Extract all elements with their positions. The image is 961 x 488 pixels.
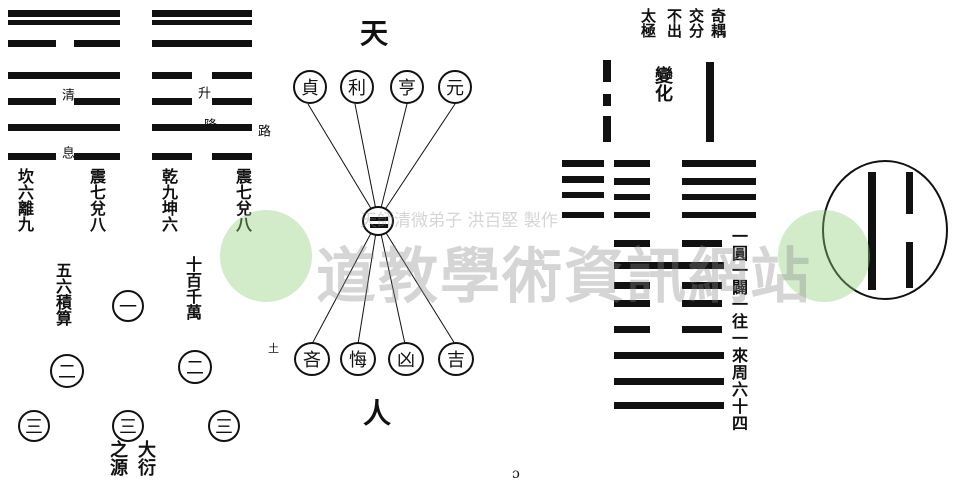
label-tian: 天 xyxy=(360,17,389,50)
circle-hui: 悔 xyxy=(340,342,376,376)
text-tai-ji: 太極 xyxy=(639,8,657,38)
circle-three-mid: 三 xyxy=(112,410,144,442)
circle-two: 二 xyxy=(50,354,84,388)
label-li-jiu: 離九 xyxy=(15,200,34,232)
label-xi: 息 xyxy=(59,146,74,159)
right-circle-diagram xyxy=(822,160,948,300)
circle-yuan: 元 xyxy=(438,70,472,104)
circle-three-right: 三 xyxy=(208,410,240,442)
text-da-yan: 大衍 xyxy=(135,440,156,476)
label-sheng: 升 xyxy=(195,86,210,99)
label-tu: 土 xyxy=(268,342,279,355)
text-wu-liu-ji-suan: 五六積算 xyxy=(53,262,72,326)
circle-li: 利 xyxy=(340,70,374,104)
label-kan-liu: 坎六 xyxy=(15,168,34,200)
label-qing: 清 xyxy=(59,88,74,101)
bar-left-mid xyxy=(603,94,611,106)
label-zhen-qi: 震七 xyxy=(87,168,106,200)
circle-zhen: 貞 xyxy=(293,70,327,104)
label-zhen-qi-2: 震七 xyxy=(233,168,252,200)
text-bu-chu: 不出 xyxy=(665,8,683,38)
label-ren: 人 xyxy=(363,397,392,430)
label-dui-ba: 兌八 xyxy=(87,200,106,232)
text-shi-bai-qian-wan: 十百千萬 xyxy=(183,256,202,320)
bar-right-tall xyxy=(706,62,714,142)
circle-one: 一 xyxy=(112,290,144,322)
bar-left-top xyxy=(603,60,611,82)
label-dui-ba-2: 兌八 xyxy=(233,200,252,232)
center-node xyxy=(362,206,394,236)
circle-two-right: 二 xyxy=(178,350,212,384)
text-qi-ou: 奇耦 xyxy=(709,8,727,38)
bar-left-low xyxy=(603,116,611,142)
circle-three-left: 三 xyxy=(18,410,50,442)
text-bian-hua: 變化 xyxy=(652,66,673,102)
label-qian-jiu: 乾九 xyxy=(159,168,178,200)
text-jiao-fen: 交分 xyxy=(687,8,705,38)
circle-heng: 亨 xyxy=(390,70,424,104)
text-yi-yuan-yi-pi: 一圓一闢一往一來周六十四 xyxy=(729,228,748,432)
circle-xiong: 凶 xyxy=(388,342,424,376)
label-kun-liu: 坤六 xyxy=(159,200,178,232)
circle-ji: 吉 xyxy=(438,342,474,376)
label-lu: 路 xyxy=(255,124,270,137)
circle-lin: 吝 xyxy=(294,342,330,376)
label-jiang: 降 xyxy=(201,118,216,131)
text-zhi-yuan: 之源 xyxy=(107,440,128,476)
footer-mark: ɔ xyxy=(512,466,520,482)
